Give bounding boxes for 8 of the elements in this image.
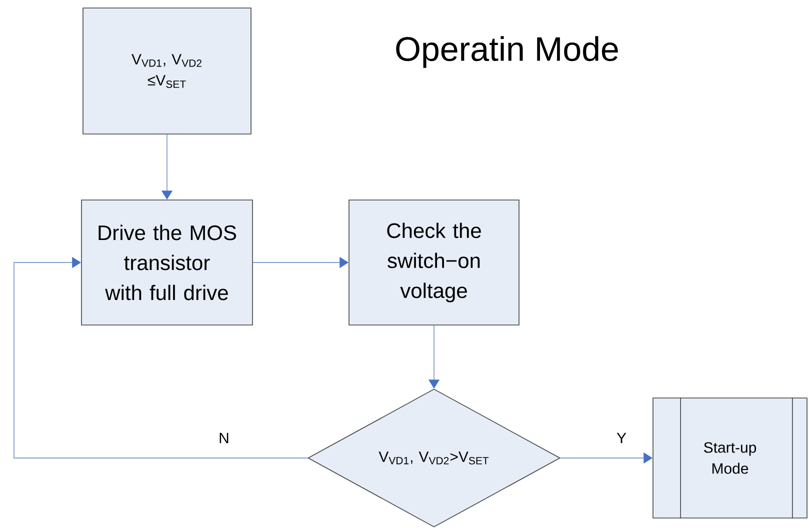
title: Operatin Mode bbox=[396, 36, 618, 68]
arrow bbox=[14, 256, 308, 458]
process-box: Check the switch−on voltage bbox=[348, 200, 520, 326]
process-box: V$_{VD1}$, V$_{VD2}$ ≤V$_{SET}$ bbox=[82, 8, 252, 134]
edge-label: N bbox=[220, 432, 228, 444]
edge-label: Y bbox=[616, 432, 626, 444]
predefined-process-box: Start-up Mode bbox=[652, 397, 808, 519]
process-box: Drive the MOS transistor with full drive bbox=[81, 200, 253, 326]
